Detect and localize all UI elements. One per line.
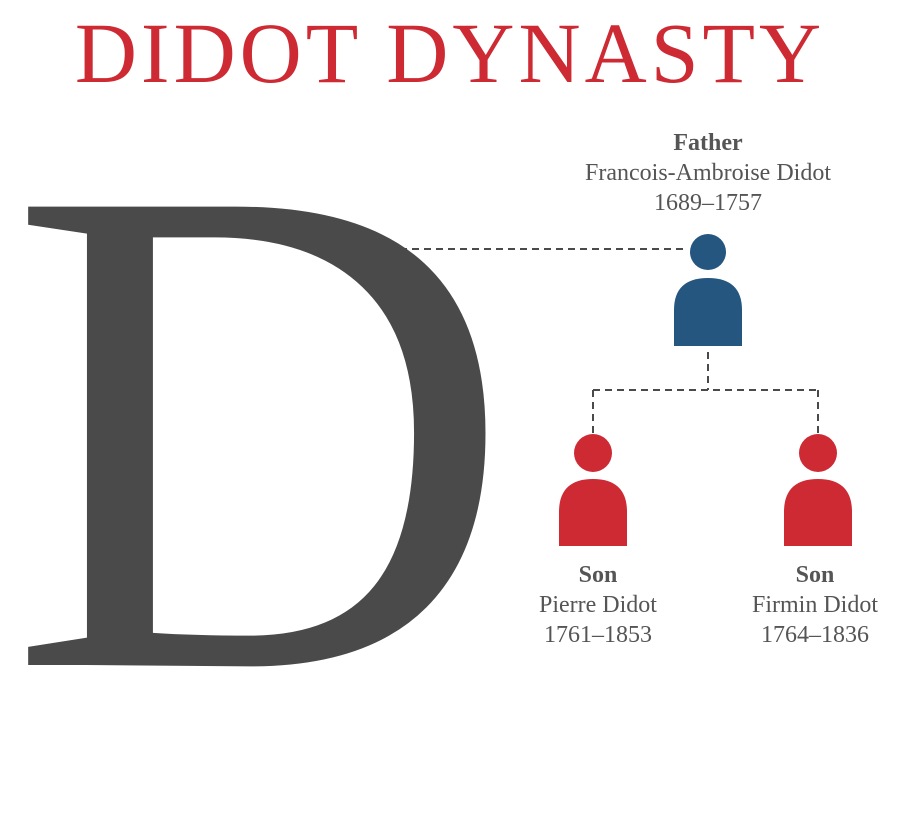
son-firmin-name: Firmin Didot [751, 592, 878, 618]
son-pierre-person-icon [559, 434, 627, 546]
son-pierre-label: Son Pierre Didot 1761–1853 [493, 560, 703, 650]
son-firmin-person-icon [784, 434, 852, 546]
connector-lines [400, 248, 819, 438]
father-person-icon [674, 234, 742, 346]
father-years: 1689–1757 [654, 190, 762, 216]
son-firmin-label: Son Firmin Didot 1764–1836 [710, 560, 900, 650]
father-label: Father Francois-Ambroise Didot 1689–1757 [548, 128, 868, 218]
father-name: Francois-Ambroise Didot [585, 160, 831, 186]
son-firmin-role: Son [795, 562, 835, 588]
decorative-letter-d: D [8, 42, 514, 817]
son-pierre-role: Son [578, 562, 618, 588]
diagram-title: DIDOT DYNASTY [74, 5, 826, 101]
son-pierre-name: Pierre Didot [539, 592, 657, 618]
son-pierre-years: 1761–1853 [544, 622, 652, 648]
son-firmin-years: 1764–1836 [761, 622, 869, 648]
father-role: Father [673, 130, 743, 156]
